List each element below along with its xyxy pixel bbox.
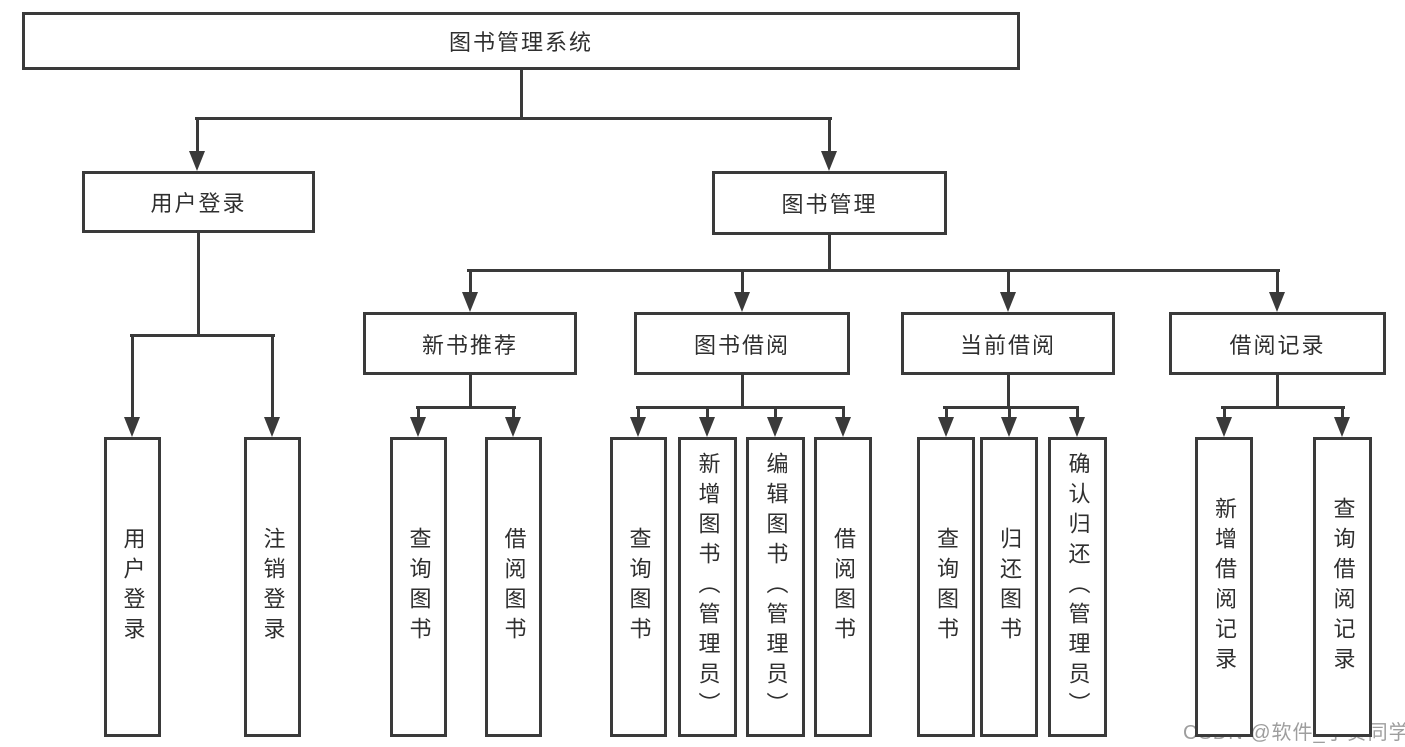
arrow-down-icon xyxy=(1216,417,1232,437)
node-current-borrowing: 当前借阅 xyxy=(901,312,1115,375)
arrow-stem xyxy=(1076,407,1079,419)
node-edit-books-admin: 编辑图书（管理员） xyxy=(746,437,805,737)
node-borrowing-records: 借阅记录 xyxy=(1169,312,1386,375)
arrow-down-icon xyxy=(767,417,783,437)
node-query-books-recommend: 查询图书 xyxy=(390,437,447,737)
arrow-stem xyxy=(1276,270,1279,294)
arrow-down-icon xyxy=(938,417,954,437)
connector-line-horizontal xyxy=(467,269,1280,272)
arrow-stem xyxy=(828,118,831,153)
arrow-down-icon xyxy=(1269,292,1285,312)
arrow-stem xyxy=(417,407,420,419)
node-library-system: 图书管理系统 xyxy=(22,12,1020,70)
node-borrow-books-recommend: 借阅图书 xyxy=(485,437,542,737)
arrow-down-icon xyxy=(505,417,521,437)
arrow-stem xyxy=(1341,407,1344,419)
connector-line-horizontal xyxy=(130,334,275,337)
node-confirm-return-admin: 确认归还（管理员） xyxy=(1048,437,1107,737)
node-borrow-books-borrowing: 借阅图书 xyxy=(814,437,872,737)
connector-line-horizontal xyxy=(416,406,516,409)
arrow-stem xyxy=(131,335,134,419)
arrow-down-icon xyxy=(264,417,280,437)
arrow-stem xyxy=(469,270,472,294)
arrow-stem xyxy=(1223,407,1226,419)
arrow-stem xyxy=(271,335,274,419)
arrow-down-icon xyxy=(835,417,851,437)
node-book-management: 图书管理 xyxy=(712,171,947,235)
node-query-borrow-record: 查询借阅记录 xyxy=(1313,437,1372,737)
node-book-borrowing: 图书借阅 xyxy=(634,312,850,375)
connector-line-vertical xyxy=(520,70,523,118)
node-logout: 注销登录 xyxy=(244,437,301,737)
node-return-books: 归还图书 xyxy=(980,437,1038,737)
arrow-down-icon xyxy=(1069,417,1085,437)
arrow-stem xyxy=(1008,407,1011,419)
arrow-down-icon xyxy=(462,292,478,312)
node-add-books-admin: 新增图书（管理员） xyxy=(678,437,737,737)
connector-line-vertical xyxy=(1276,375,1279,407)
node-user-login-leaf: 用户登录 xyxy=(104,437,161,737)
arrow-down-icon xyxy=(699,417,715,437)
connector-line-horizontal xyxy=(195,117,832,120)
arrow-stem xyxy=(637,407,640,419)
arrow-stem xyxy=(741,270,744,294)
arrow-down-icon xyxy=(1001,417,1017,437)
arrow-stem xyxy=(196,118,199,153)
arrow-stem xyxy=(774,407,777,419)
node-add-borrow-record: 新增借阅记录 xyxy=(1195,437,1253,737)
connector-line-horizontal xyxy=(636,406,845,409)
arrow-down-icon xyxy=(189,151,205,171)
connector-line-vertical xyxy=(197,233,200,335)
connector-line-vertical xyxy=(1007,375,1010,407)
arrow-stem xyxy=(706,407,709,419)
arrow-down-icon xyxy=(630,417,646,437)
arrow-down-icon xyxy=(124,417,140,437)
arrow-stem xyxy=(512,407,515,419)
node-query-books-current: 查询图书 xyxy=(917,437,975,737)
node-new-book-recommend: 新书推荐 xyxy=(363,312,577,375)
connector-line-horizontal xyxy=(943,406,1079,409)
arrow-down-icon xyxy=(410,417,426,437)
arrow-stem xyxy=(945,407,948,419)
arrow-down-icon xyxy=(1334,417,1350,437)
node-query-books-borrowing: 查询图书 xyxy=(610,437,667,737)
arrow-stem xyxy=(1007,270,1010,294)
arrow-stem xyxy=(842,407,845,419)
connector-line-vertical xyxy=(741,375,744,407)
arrow-down-icon xyxy=(821,151,837,171)
arrow-down-icon xyxy=(734,292,750,312)
node-user-login: 用户登录 xyxy=(82,171,315,233)
arrow-down-icon xyxy=(1000,292,1016,312)
connector-line-horizontal xyxy=(1221,406,1345,409)
connector-line-vertical xyxy=(828,235,831,270)
connector-line-vertical xyxy=(469,375,472,407)
